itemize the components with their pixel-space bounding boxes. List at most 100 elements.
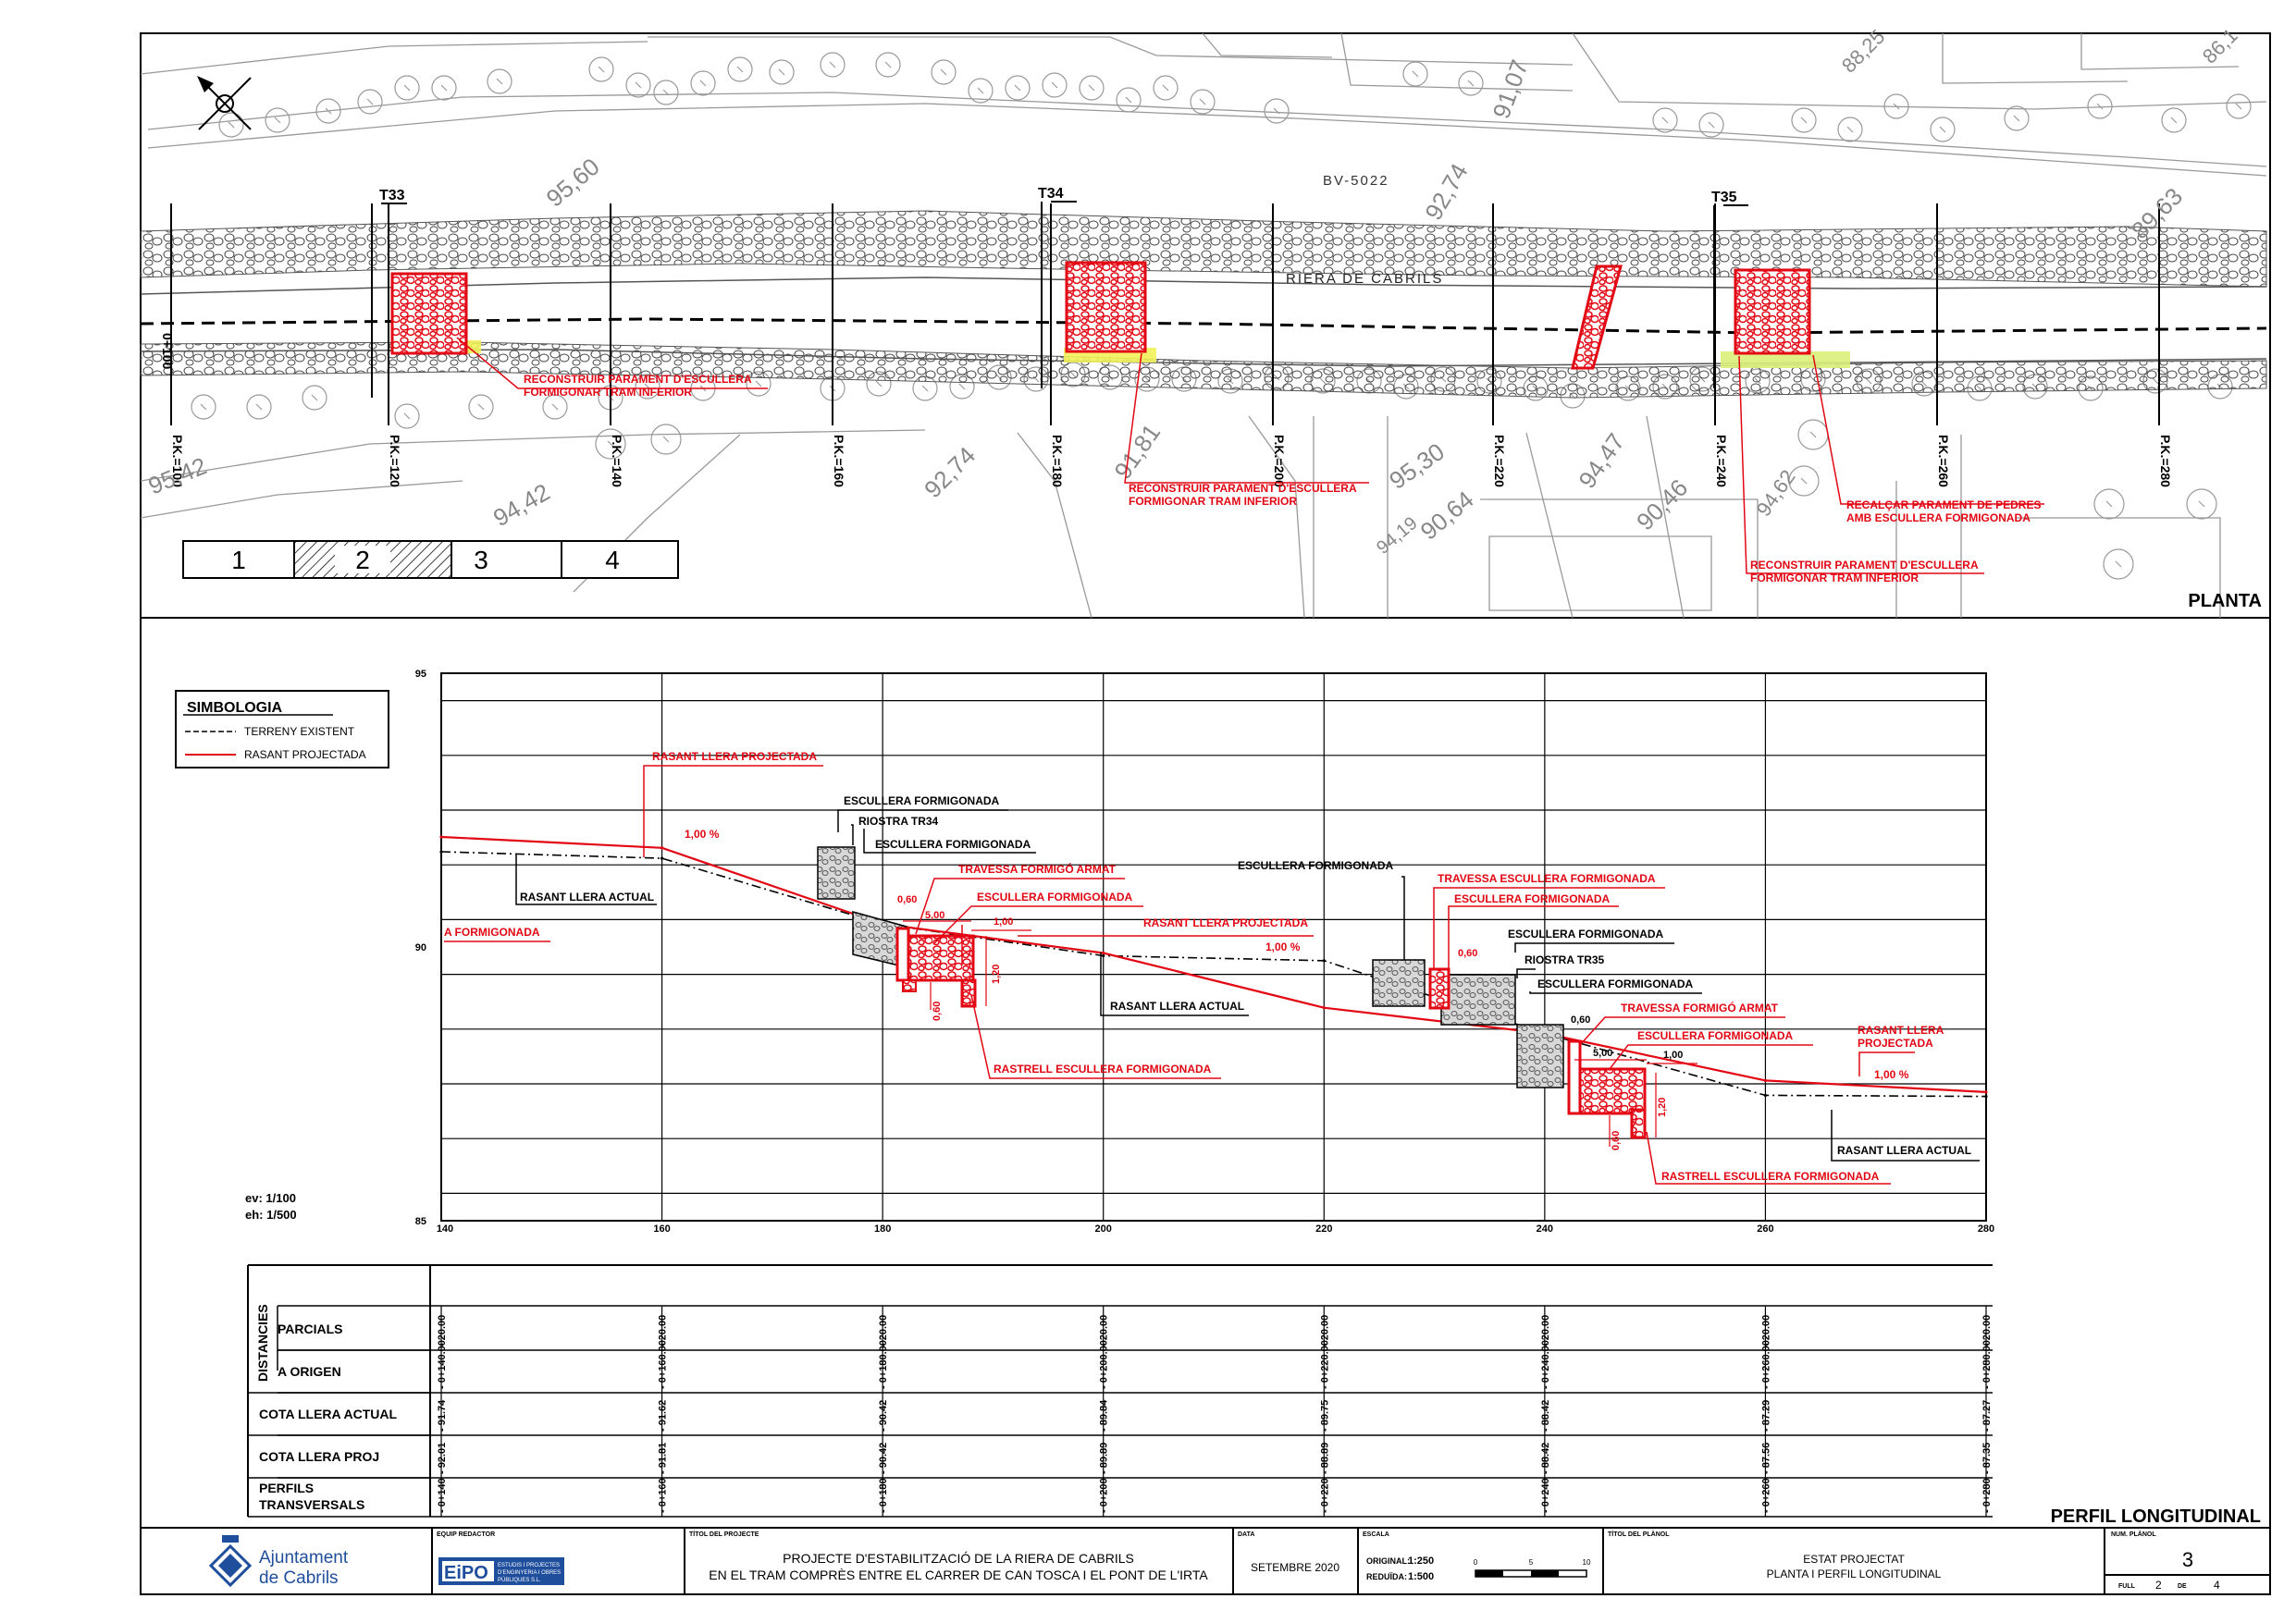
tree-icon: [595, 428, 626, 460]
tree-icon: [820, 52, 846, 78]
dim-060-b: 0,60: [932, 1002, 943, 1021]
pk-label: P.K.=240: [1714, 435, 1729, 487]
label-esc-form-4: ESCULLERA FORMIGONADA: [1508, 928, 1664, 941]
elev-label: 90,46: [1631, 473, 1693, 535]
dim-500-a: 5,00: [925, 910, 944, 921]
scale-original-label: ORIGINAL:: [1366, 1556, 1410, 1566]
label-rasant-proj-3a: RASANT LLERA: [1858, 1024, 1944, 1037]
tree-icon: [487, 68, 512, 94]
tree-center-mark: [477, 403, 485, 411]
pk-label: P.K.=220: [1492, 435, 1507, 487]
profile-title: PERFIL LONGITUDINAL: [2051, 1506, 2261, 1527]
scale-vertical: ev: 1/100: [245, 1191, 296, 1205]
num-planol-label: NUM. PLÀNOL: [2111, 1530, 2156, 1538]
label-travessa-2: TRAVESSA FORMIGÓ ARMAT: [1621, 1001, 1779, 1014]
scale-horizontal: eh: 1/500: [245, 1208, 297, 1222]
repair-area-t34: [1065, 261, 1147, 353]
tree-center-mark: [1708, 121, 1715, 129]
table-cell: - 89.75: [1319, 1400, 1330, 1432]
tree-icon: [302, 385, 327, 411]
y-tick-label: 95: [415, 669, 426, 680]
table-cell: - 87.35: [1981, 1443, 1993, 1474]
label-travessa-esc: TRAVESSA ESCULLERA FORMIGONADA: [1438, 872, 1656, 885]
legend-item-rasant: RASANT PROJECTADA: [244, 748, 366, 761]
tree-center-mark: [403, 412, 411, 420]
equip-redactor-label: EQUIP REDACTOR: [437, 1531, 495, 1538]
rastrell-1b: [902, 979, 917, 992]
tree-center-mark: [2105, 500, 2113, 508]
plan-number: 3: [2182, 1548, 2193, 1571]
table-cell: - 0+220.00: [1319, 1340, 1330, 1389]
tree-icon: [2226, 93, 2252, 119]
y-tick-label: 85: [415, 1216, 426, 1227]
titol-projecte-label: TÍTOL DEL PROJECTE: [689, 1530, 759, 1538]
label-esc-form-1: ESCULLERA FORMIGONADA: [844, 794, 1000, 807]
tree-center-mark: [200, 403, 207, 411]
tree-icon: [1190, 89, 1216, 115]
tree-icon: [1883, 93, 1909, 119]
key-plan-sheet-4: 4: [605, 546, 620, 574]
tree-center-mark: [325, 107, 332, 115]
eipo-logo-text: EiPO: [444, 1563, 488, 1583]
legend-item-terreny: TERRENY EXISTENT: [244, 725, 355, 738]
tree-icon: [431, 75, 457, 101]
y-tick-label: 90: [415, 942, 426, 953]
de-label: DE: [2178, 1583, 2187, 1590]
tree-icon: [218, 112, 244, 138]
tree-icon: [1837, 117, 1863, 142]
tree-center-mark: [2198, 500, 2205, 508]
tree-icon: [653, 80, 679, 105]
tree-icon: [265, 107, 290, 133]
dim-100-a: 1,00: [994, 916, 1013, 928]
road-label: BV-5022: [1323, 173, 1389, 189]
table-cell: - 0+240: [1540, 1478, 1551, 1513]
label-formigonada-left: A FORMIGONADA: [444, 926, 540, 939]
section-t35-label: T35: [1711, 190, 1737, 205]
label-rasant-proj-3b: PROJECTADA: [1858, 1037, 1933, 1050]
travessa-1: [895, 927, 910, 982]
plan-note-1-line2: FORMIGONAR TRAM INFERIOR: [524, 386, 692, 399]
scale-bar-0: 0: [1474, 1558, 1478, 1567]
table-cell: - 88.89: [1319, 1443, 1330, 1474]
series-point: [439, 850, 443, 854]
table-cell: - 91.62: [658, 1400, 669, 1432]
tree-icon: [1264, 98, 1290, 124]
tree-center-mark: [1125, 96, 1132, 104]
table-cell: - 0+180: [878, 1478, 889, 1513]
tree-icon: [468, 394, 494, 420]
scale-reduida-value: 1:500: [1408, 1571, 1434, 1582]
plan-view: T33 T34 T35 BV-5022 RIERA DE CABRILS 0+1…: [140, 24, 2267, 619]
project-date: SETEMBRE 2020: [1251, 1561, 1339, 1574]
pk-label: P.K.=200: [1272, 435, 1287, 487]
tree-center-mark: [875, 380, 883, 387]
dim-120-a: 1,20: [991, 965, 1002, 984]
tree-center-mark: [1809, 431, 1817, 438]
tree-icon: [2103, 548, 2134, 580]
tree-icon: [1652, 107, 1678, 133]
tree-center-mark: [1199, 98, 1206, 105]
series-point: [1984, 1095, 1988, 1099]
label-riostra-35: RIOSTRA TR35: [1524, 953, 1605, 966]
elev-label: 95,30: [1384, 437, 1450, 495]
scale-reduida-label: REDUÏDA:: [1366, 1572, 1407, 1581]
label-esc-form-red-1: ESCULLERA FORMIGONADA: [977, 891, 1133, 904]
eipo-sub-2: D'ENGINYERIA I OBRES: [498, 1570, 561, 1576]
x-tick-label: 160: [653, 1223, 670, 1235]
series-point: [1102, 953, 1105, 958]
table-cell: - 20.00: [878, 1315, 889, 1346]
tree-icon: [2087, 93, 2113, 119]
tree-center-mark: [1893, 103, 1900, 110]
label-rasant-actual-3: RASANT LLERA ACTUAL: [1837, 1144, 1971, 1157]
tree-center-mark: [255, 403, 263, 411]
tree-center-mark: [274, 117, 281, 124]
pk-label: P.K.=180: [1050, 435, 1065, 487]
escullera-tr35: [1440, 974, 1516, 1026]
org-name-line2: de Cabrils: [259, 1568, 339, 1588]
series-point: [1322, 1006, 1326, 1010]
x-tick-label: 240: [1537, 1223, 1553, 1235]
dim-060-e: 0,60: [1611, 1131, 1622, 1150]
table-cell: - 0+220: [1319, 1478, 1330, 1513]
tree-icon: [1458, 70, 1484, 96]
table-cell: - 0+260.00: [1760, 1340, 1771, 1389]
tree-icon: [246, 394, 272, 420]
